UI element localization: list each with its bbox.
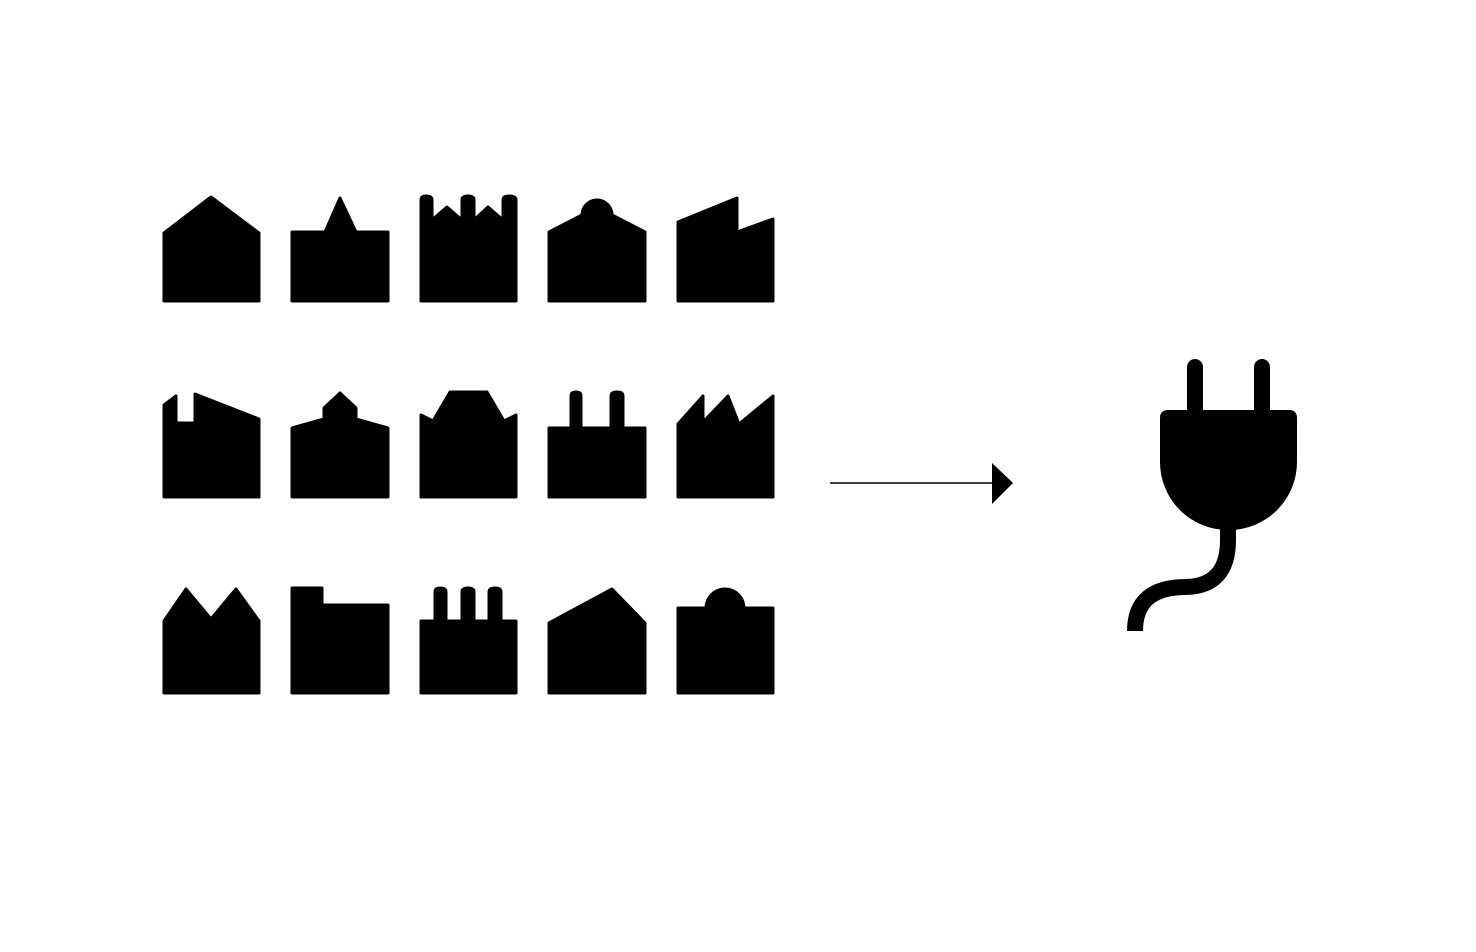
arrow-head [992, 463, 1013, 504]
building-step-icon [290, 586, 390, 695]
building-icon-grid [162, 194, 775, 695]
plug-prong-left [1187, 359, 1203, 417]
house-double-gable-icon [162, 587, 261, 695]
factory-chimney-slope-icon [162, 392, 261, 499]
plug-body [1160, 410, 1297, 531]
factory-sawtooth-icon [676, 394, 775, 499]
building-small-dome-icon [676, 587, 775, 695]
factory-slope-chimney-icon [676, 196, 775, 303]
house-asymmetric-roof-icon [547, 587, 647, 695]
electric-plug-icon [1127, 359, 1297, 632]
house-peak-icon [290, 196, 390, 303]
factory-sawtooth-chimneys-icon [419, 194, 518, 303]
factory-three-chimneys-icon [419, 586, 518, 695]
building-trapezoid-roof-icon [419, 390, 518, 499]
factory-two-chimneys-icon [547, 390, 647, 499]
arrow-right-icon [830, 463, 1013, 504]
building-tower-icon [290, 391, 390, 499]
plug-prong-right [1254, 359, 1270, 417]
building-dome-icon [547, 198, 647, 303]
house-gable-icon [162, 195, 261, 303]
plug-cord [1127, 526, 1236, 632]
